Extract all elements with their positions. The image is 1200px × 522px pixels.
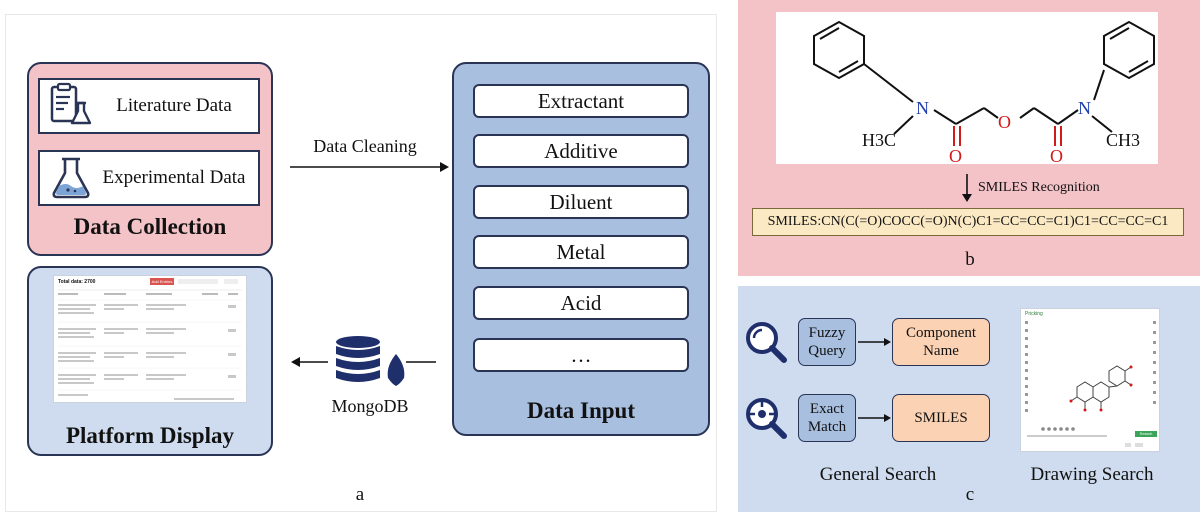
atom-n-left: N <box>916 98 929 118</box>
caption-b: b <box>965 249 975 270</box>
mongodb-arrow <box>291 357 436 367</box>
experimental-data-box: Experimental Data <box>38 150 260 206</box>
caption-c: c <box>965 484 975 505</box>
category-extractant: Extractant <box>473 84 689 118</box>
platform-display-panel: Total data: 2700 Add Entries <box>27 266 273 456</box>
category-acid: Acid <box>473 286 689 320</box>
screenshot-add-button: Add Entries <box>150 278 174 285</box>
data-input-panel: Extractant Additive Diluent Metal Acid …… <box>452 62 710 436</box>
data-cleaning-arrow <box>290 162 449 172</box>
exact-arrow <box>858 414 891 422</box>
drawing-search-window: Pricking Sear <box>1020 308 1160 452</box>
atom-n-right: N <box>1078 98 1091 118</box>
mongodb-label: MongoDB <box>331 396 409 416</box>
fuzzy-arrow <box>858 338 891 346</box>
component-name-box: Component Name <box>892 318 990 366</box>
screenshot-header: Total data: 2700 <box>58 279 96 285</box>
target-magnifier-icon <box>746 398 787 439</box>
data-collection-panel: Literature Data Experimental Data Data C… <box>27 62 273 256</box>
platform-display-title: Platform Display <box>65 423 234 448</box>
smiles-string: SMILES:CN(C(=O)COCC(=O)N(C)C1=CC=CC=C1)C… <box>752 208 1184 236</box>
platform-screenshot: Total data: 2700 Add Entries <box>53 275 247 403</box>
category-diluent: Diluent <box>473 185 689 219</box>
experimental-data-label: Experimental Data <box>102 167 246 188</box>
general-search-label: General Search <box>819 464 937 485</box>
category-more: … <box>473 338 689 372</box>
panel-c: Fuzzy Query Component Name Exact Match S… <box>738 286 1200 512</box>
magnifier-icon <box>746 322 787 363</box>
smiles-recognition-label: SMILES Recognition <box>978 180 1100 195</box>
data-cleaning-label: Data Cleaning <box>313 136 417 156</box>
panel-b: N N O O O H3C CH3 SMILES Recognition SMI… <box>738 0 1200 276</box>
atom-o-left: O <box>949 146 962 164</box>
atom-o-right: O <box>1050 146 1063 164</box>
atom-o-ether: O <box>998 112 1011 132</box>
drawing-window-title: Pricking <box>1025 311 1043 317</box>
molecule-structure: N N O O O H3C CH3 <box>776 12 1158 166</box>
molecule-drawing: N N O O O H3C CH3 <box>813 20 1155 166</box>
fuzzy-query-box: Fuzzy Query <box>798 318 856 366</box>
caption-a: a <box>355 484 365 505</box>
literature-data-label: Literature Data <box>116 95 232 116</box>
screenshot-table <box>58 289 242 400</box>
database-icon <box>336 336 405 386</box>
category-additive: Additive <box>473 134 689 168</box>
drawing-canvas <box>1025 321 1156 447</box>
drawing-search-label: Drawing Search <box>1030 464 1154 485</box>
exact-match-box: Exact Match <box>798 394 856 442</box>
clipboard-flask-icon <box>50 82 92 125</box>
literature-data-box: Literature Data <box>38 78 260 134</box>
recognition-arrow <box>962 174 972 202</box>
group-ch3: CH3 <box>1106 130 1140 150</box>
category-metal: Metal <box>473 235 689 269</box>
smiles-result-box: SMILES <box>892 394 990 442</box>
data-collection-title: Data Collection <box>73 214 227 239</box>
flask-icon <box>52 157 90 199</box>
data-input-title: Data Input <box>526 398 635 423</box>
drawing-search-button[interactable]: Search <box>1135 431 1157 437</box>
group-h3c: H3C <box>862 130 896 150</box>
